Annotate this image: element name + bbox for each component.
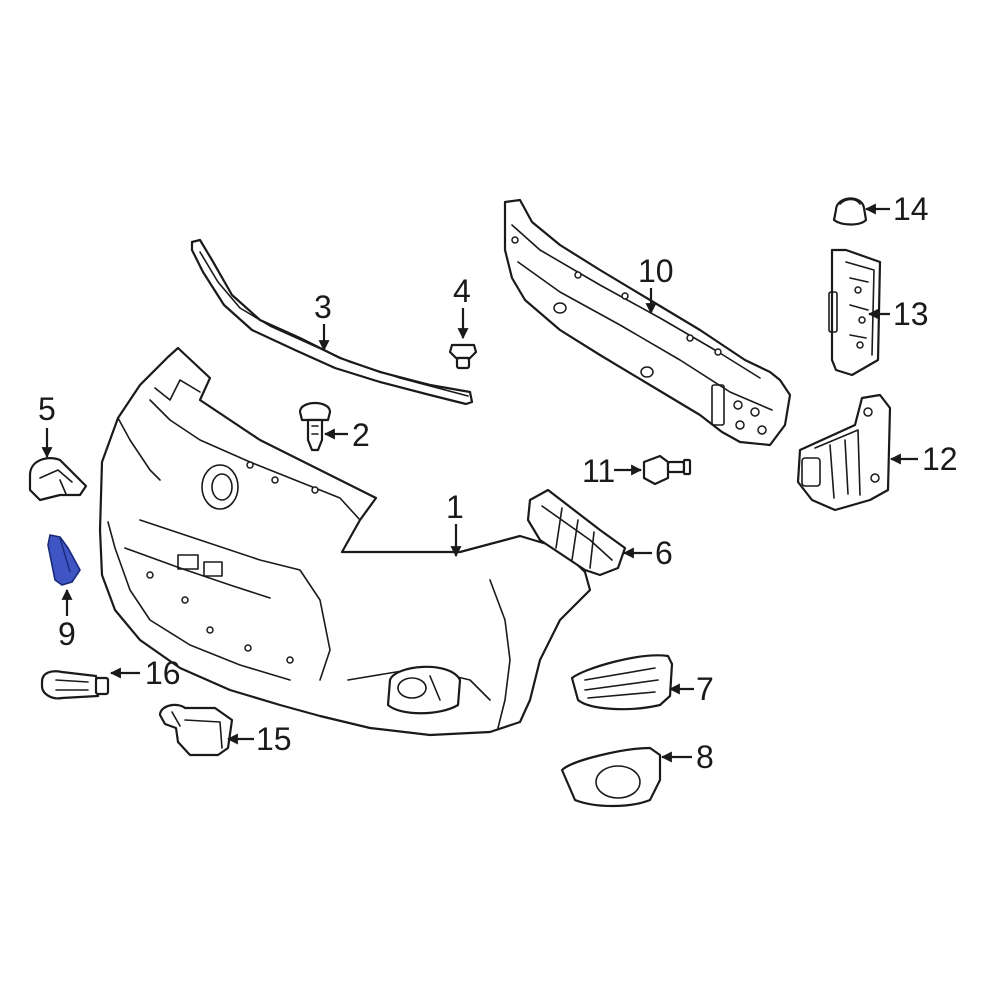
callout-13[interactable]: 13 bbox=[867, 296, 929, 332]
callout-9[interactable]: 9 bbox=[58, 588, 76, 652]
callout-2[interactable]: 2 bbox=[323, 417, 370, 453]
part-16-bulb[interactable] bbox=[40, 670, 110, 700]
part-12-support[interactable] bbox=[796, 393, 892, 512]
callout-3-number: 3 bbox=[314, 289, 332, 325]
callout-15-number: 15 bbox=[256, 721, 292, 757]
callout-4[interactable]: 4 bbox=[453, 273, 471, 340]
callout-2-number: 2 bbox=[352, 417, 370, 453]
part-5-bracket[interactable] bbox=[28, 457, 88, 502]
callout-10[interactable]: 10 bbox=[638, 253, 674, 315]
part-4-clip[interactable] bbox=[448, 343, 478, 370]
callout-3[interactable]: 3 bbox=[314, 289, 332, 352]
callout-7-number: 7 bbox=[696, 671, 714, 707]
callout-12-number: 12 bbox=[922, 441, 958, 477]
part-15-socket[interactable] bbox=[158, 703, 234, 757]
callout-11-number: 11 bbox=[582, 453, 615, 489]
callout-10-number: 10 bbox=[638, 253, 674, 289]
part-8-fog-bezel[interactable] bbox=[560, 746, 662, 808]
callout-15[interactable]: 15 bbox=[226, 721, 292, 757]
callout-6[interactable]: 6 bbox=[622, 535, 673, 571]
part-1-bumper-cover[interactable] bbox=[98, 346, 592, 737]
callout-5[interactable]: 5 bbox=[38, 391, 56, 459]
part-6-side-grille[interactable] bbox=[526, 488, 627, 577]
part-11-bolt[interactable] bbox=[642, 454, 692, 486]
callout-1[interactable]: 1 bbox=[446, 489, 464, 558]
callout-9-number: 9 bbox=[58, 616, 76, 652]
callout-7[interactable]: 7 bbox=[668, 671, 714, 707]
callout-4-number: 4 bbox=[453, 273, 471, 309]
callout-6-number: 6 bbox=[655, 535, 673, 571]
callout-8[interactable]: 8 bbox=[660, 739, 714, 775]
callout-16[interactable]: 16 bbox=[109, 655, 181, 691]
callout-16-number: 16 bbox=[145, 655, 181, 691]
callout-12[interactable]: 12 bbox=[889, 441, 958, 477]
part-2-push-clip[interactable] bbox=[298, 401, 332, 452]
callout-1-number: 1 bbox=[446, 489, 464, 525]
part-13-bracket[interactable] bbox=[828, 248, 882, 377]
callout-14-number: 14 bbox=[893, 191, 929, 227]
part-3-molding[interactable] bbox=[190, 238, 474, 406]
part-14-nut[interactable] bbox=[832, 197, 868, 226]
part-7-fog-cover[interactable] bbox=[570, 654, 674, 711]
callout-8-number: 8 bbox=[696, 739, 714, 775]
callout-11[interactable]: 11 bbox=[582, 453, 643, 489]
part-10-bumper-reinforcement[interactable] bbox=[503, 198, 792, 447]
callout-13-number: 13 bbox=[893, 296, 929, 332]
callout-5-number: 5 bbox=[38, 391, 56, 427]
part-9-highlighted-bracket[interactable] bbox=[47, 534, 81, 586]
callout-14[interactable]: 14 bbox=[864, 191, 929, 227]
